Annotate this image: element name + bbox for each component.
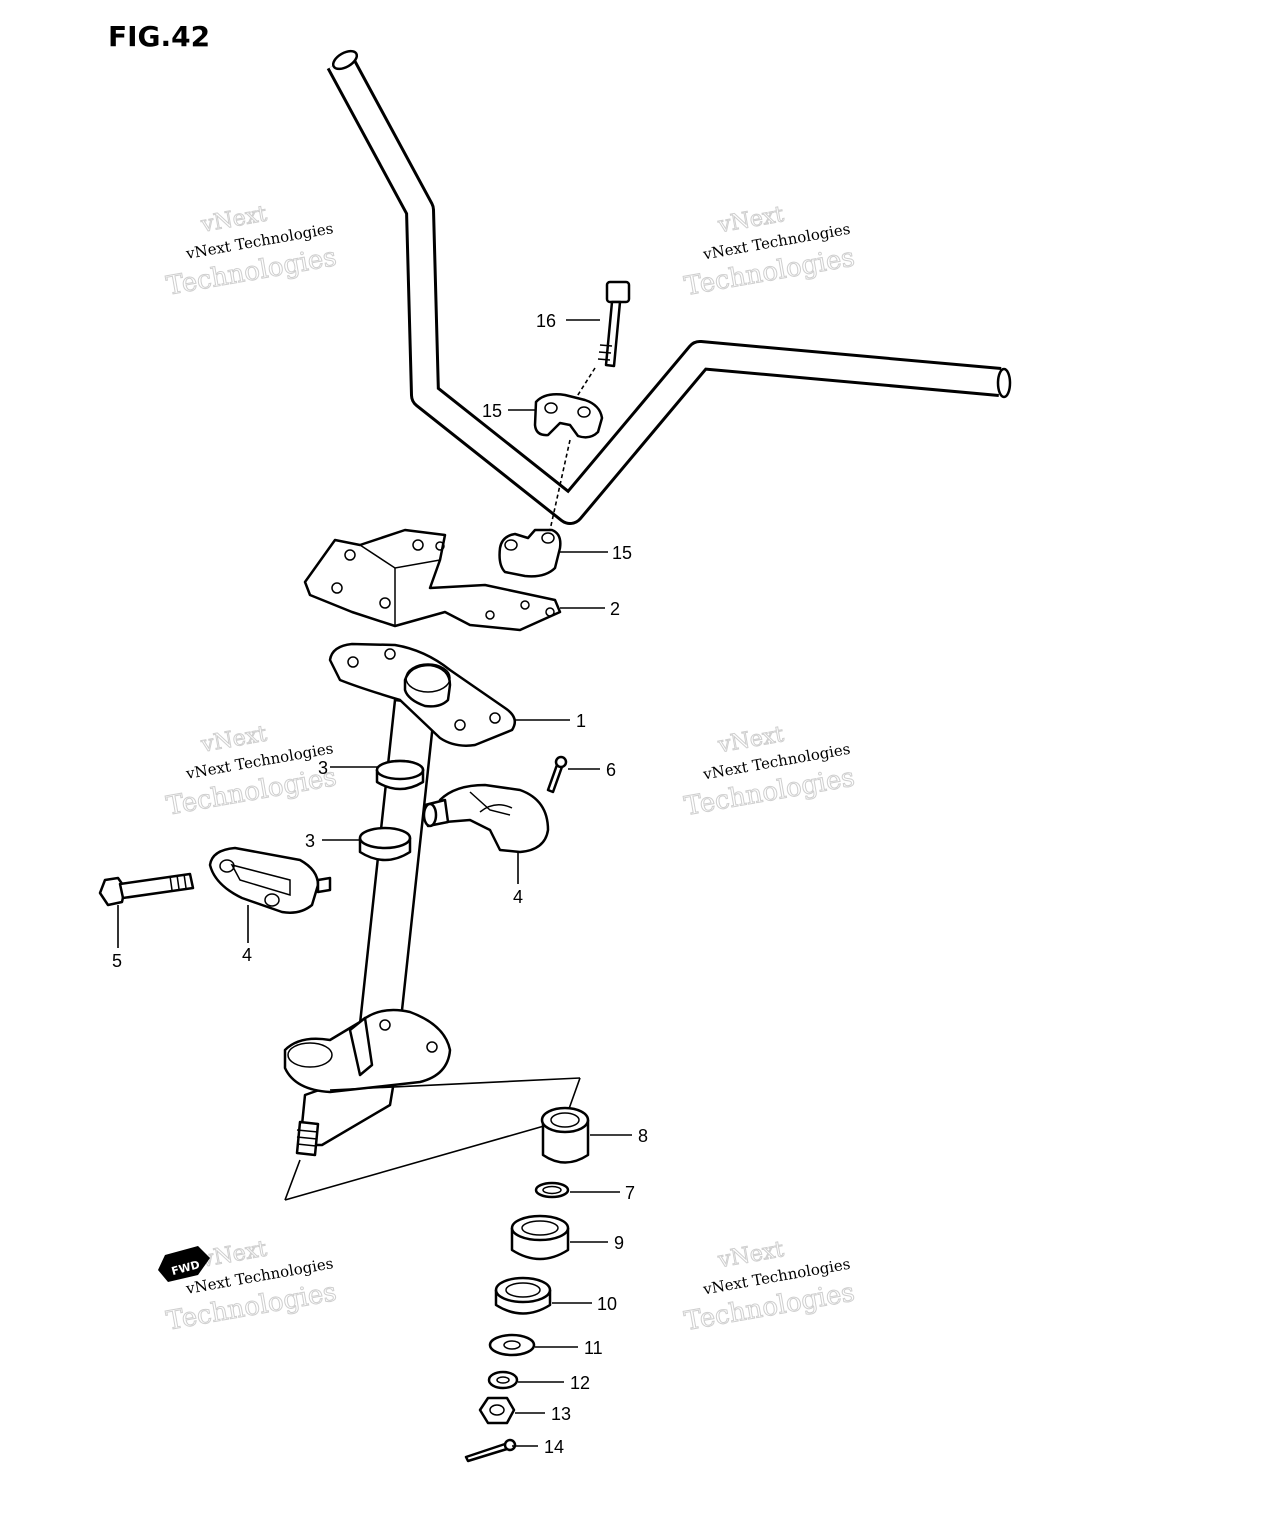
upper-bracket-1 [328, 642, 517, 747]
nut-13 [478, 1396, 516, 1425]
callout-10: 10 [597, 1294, 617, 1314]
watermark-mid-right: vNext vNext Technologies Technologies [682, 722, 858, 823]
washer-7 [534, 1181, 570, 1199]
clamp-left-4 [208, 846, 332, 914]
collar-3-lower [358, 826, 412, 862]
assembly-guide-lines [284, 1077, 581, 1201]
callout-2: 2 [610, 599, 620, 619]
bearing-10 [494, 1276, 552, 1315]
handlebar-clamp-lower-15 [498, 528, 562, 578]
collar-3-upper [375, 759, 425, 791]
cotter-pin-14 [464, 1438, 517, 1463]
callout-4-left: 4 [242, 945, 252, 965]
callout-4-right: 4 [513, 887, 523, 907]
clamp-right-4 [422, 783, 550, 854]
washer-12 [487, 1370, 519, 1390]
bracket-plate-2 [303, 528, 562, 632]
bolt-5 [98, 872, 195, 907]
watermark-bottom-right: vNext vNext Technologies Technologies [682, 1237, 858, 1338]
callout-1: 1 [576, 711, 586, 731]
callout-15-upper: 15 [482, 401, 502, 421]
watermark-top-right: vNext vNext Technologies Technologies [682, 202, 858, 303]
callout-9: 9 [614, 1233, 624, 1253]
callout-15-lower: 15 [612, 543, 632, 563]
bolt-16 [597, 280, 631, 368]
callout-12: 12 [570, 1373, 590, 1393]
callout-6: 6 [606, 760, 616, 780]
seal-9 [510, 1214, 570, 1261]
watermark-mid-left: vNext vNext Technologies Technologies [164, 721, 340, 822]
callout-3-lower: 3 [305, 831, 315, 851]
washer-11 [488, 1333, 536, 1357]
callout-16: 16 [536, 311, 556, 331]
forward-arrow: FWD [158, 1246, 210, 1282]
callout-8: 8 [638, 1126, 648, 1146]
callout-7: 7 [625, 1183, 635, 1203]
figure-title: FIG.42 [108, 20, 210, 53]
handlebar [326, 49, 1012, 525]
handlebar-clamp-upper-15 [533, 393, 604, 439]
leader-lines [117, 319, 632, 1447]
bushing-8 [540, 1106, 590, 1164]
callout-13: 13 [551, 1404, 571, 1424]
callout-labels: 16 15 15 2 1 3 6 3 4 5 4 8 7 9 10 11 12 … [112, 311, 648, 1457]
watermark-bottom-left: vNext vNext Technologies Technologies [164, 1236, 340, 1337]
callout-3-upper: 3 [318, 758, 328, 778]
lower-bracket [283, 1008, 452, 1094]
pin-6 [546, 755, 568, 794]
watermark-top-left: vNext vNext Technologies Technologies [164, 201, 340, 302]
callout-14: 14 [544, 1437, 564, 1457]
callout-5: 5 [112, 951, 122, 971]
callout-11: 11 [584, 1338, 603, 1358]
